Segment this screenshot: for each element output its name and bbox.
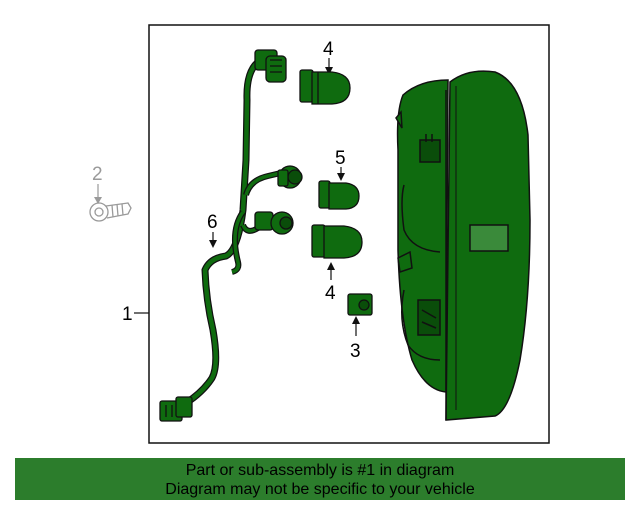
bulb-icon (311, 224, 363, 259)
callout-5-arrowhead (337, 173, 345, 181)
callout-6-arrowhead (209, 240, 217, 248)
banner-line-2: Diagram may not be specific to your vehi… (165, 481, 475, 498)
callout-6: 6 (207, 212, 218, 233)
bulb-icon (318, 180, 360, 210)
parts-diagram: 1 2 4 5 4 3 6 (89, 24, 550, 444)
callout-4-bottom-arrowhead (327, 262, 335, 270)
callout-2-arrowhead (94, 197, 102, 204)
info-banner: Part or sub-assembly is #1 in diagram Di… (15, 458, 625, 500)
harness-socket-top (254, 49, 287, 83)
harness-socket-middle (277, 165, 303, 189)
harness-socket-lower (254, 211, 294, 235)
tail-lamp-housing (395, 70, 531, 421)
callout-1: 1 (122, 304, 133, 325)
callout-4-top: 4 (323, 39, 334, 60)
callout-3-arrowhead (352, 316, 360, 324)
wiring-harness (182, 58, 286, 407)
banner-line-1: Part or sub-assembly is #1 in diagram (185, 462, 455, 479)
callout-4-top-arrowhead (325, 67, 333, 75)
harness-connector (159, 396, 193, 422)
bolt-icon (89, 202, 132, 222)
callout-5: 5 (335, 148, 346, 169)
bulb-icon (299, 69, 351, 105)
assembly-frame (148, 24, 550, 444)
callout-3: 3 (350, 341, 361, 362)
callout-2: 2 (92, 164, 103, 185)
socket-icon (347, 293, 373, 316)
callout-4-bottom: 4 (325, 283, 336, 304)
